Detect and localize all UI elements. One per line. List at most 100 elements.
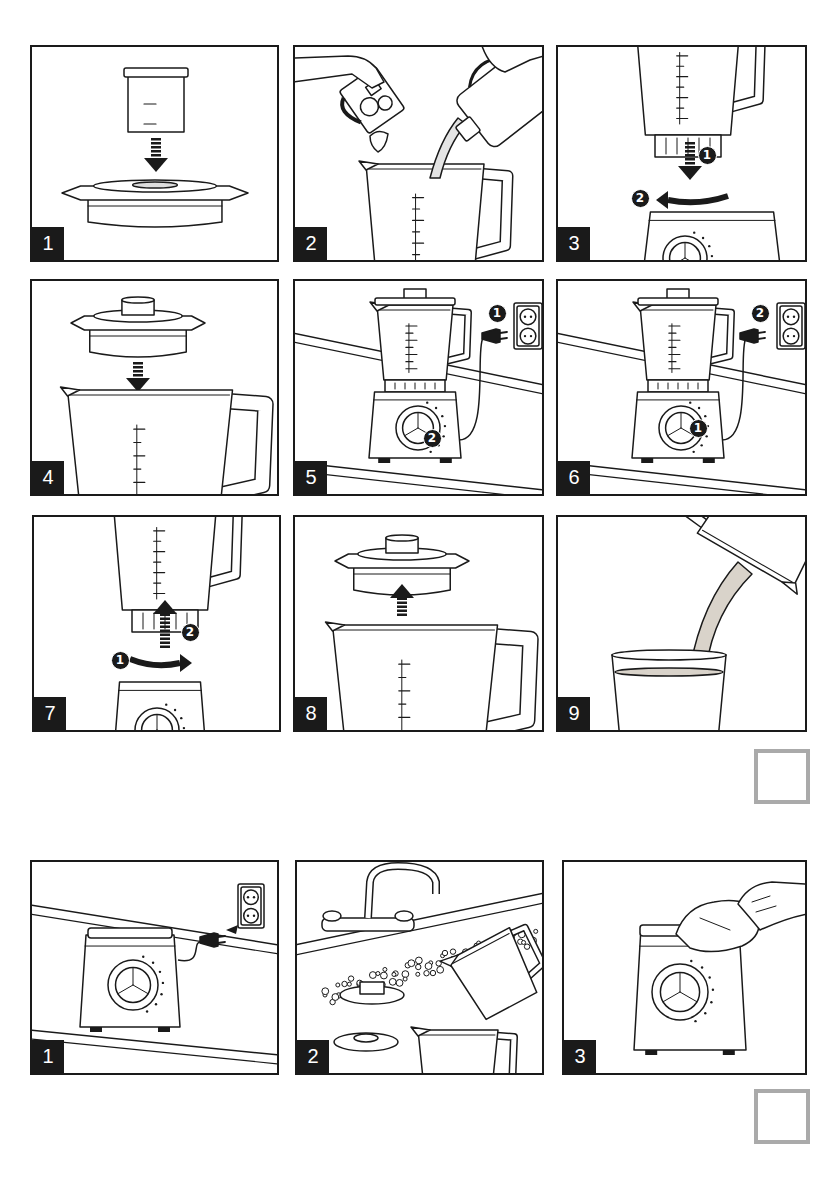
control-dial xyxy=(135,708,179,730)
arrow-bar xyxy=(133,362,143,365)
collar-ridge xyxy=(666,138,667,154)
arrow-bar xyxy=(151,154,161,157)
jug-body xyxy=(697,517,805,588)
tab-marker xyxy=(756,1091,808,1142)
jug xyxy=(106,517,238,610)
dial-tick xyxy=(704,1012,706,1014)
dial-tick xyxy=(155,1003,157,1005)
jug xyxy=(370,302,468,380)
callout-number: 2 xyxy=(181,623,200,642)
jug-tick xyxy=(413,197,424,198)
step-panel: 3 xyxy=(562,860,807,1075)
glass-rim xyxy=(612,650,726,660)
panel-art xyxy=(612,517,805,730)
lid xyxy=(334,1033,398,1051)
arrow-bar xyxy=(151,138,161,141)
lid-rim xyxy=(354,574,450,575)
jug-tick xyxy=(134,469,141,470)
jug-tick xyxy=(399,690,410,691)
jug-tick xyxy=(413,220,424,221)
jug-tick xyxy=(413,231,420,232)
jug-body xyxy=(333,625,498,730)
callout-number: 1 xyxy=(698,146,717,165)
arrow-bar xyxy=(685,154,695,157)
hand-left xyxy=(295,56,384,88)
step-panel: 8 xyxy=(293,515,544,732)
jug xyxy=(61,387,266,494)
jug-tick xyxy=(677,118,688,119)
step-panel: 2 xyxy=(295,860,544,1075)
panel-art xyxy=(62,68,248,227)
jug-tick xyxy=(154,551,165,552)
jug xyxy=(440,918,542,1025)
bubble xyxy=(534,929,538,933)
jug-body xyxy=(113,517,217,610)
control-dial xyxy=(108,960,158,1010)
arrow-bar xyxy=(151,142,161,145)
jug-tick xyxy=(154,562,161,563)
bubble xyxy=(442,950,447,955)
bottle-neck xyxy=(455,116,480,141)
dial-tick xyxy=(142,956,144,958)
cup-rim xyxy=(124,68,188,77)
socket-hole xyxy=(253,914,255,916)
collar-ridge xyxy=(435,383,436,389)
lid-cap xyxy=(360,982,384,994)
step-number: 3 xyxy=(564,1040,596,1073)
bubble xyxy=(430,970,435,975)
socket-hole xyxy=(787,316,789,318)
jug-rim xyxy=(369,169,481,170)
lid-center xyxy=(354,1034,378,1042)
jug xyxy=(411,1027,514,1073)
jug-tick xyxy=(677,55,688,56)
jug-body xyxy=(640,305,716,380)
finger xyxy=(752,896,770,902)
dial-divider xyxy=(133,968,134,986)
dial-tick xyxy=(160,993,162,995)
arrow-bar xyxy=(133,374,143,377)
outlet-plate xyxy=(780,306,802,346)
plug-pin xyxy=(500,338,507,339)
bubble xyxy=(392,972,396,976)
cup-mark xyxy=(144,123,156,124)
control-dial xyxy=(663,236,707,260)
panel-art xyxy=(295,289,542,494)
faucet-knob xyxy=(323,911,341,921)
bubble xyxy=(415,957,422,964)
hand-right xyxy=(482,47,542,72)
counter-edge xyxy=(558,462,805,490)
dial-tick xyxy=(708,976,710,978)
bubble xyxy=(348,976,353,981)
jug-body xyxy=(418,1030,498,1073)
dial-divider xyxy=(133,985,148,994)
base-band xyxy=(374,399,457,400)
dial-center xyxy=(116,968,151,1003)
lid xyxy=(71,297,205,357)
collar-ridge xyxy=(688,383,689,389)
dial-center xyxy=(142,715,173,730)
dial-divider xyxy=(680,992,697,1002)
outlet-plate xyxy=(241,887,261,925)
jug-tick xyxy=(399,664,410,665)
base-band xyxy=(649,220,775,221)
lid-cap-top xyxy=(386,535,418,541)
collar-ridge xyxy=(395,383,396,389)
plug-pin xyxy=(758,332,765,333)
jug-tick xyxy=(399,703,406,704)
jug-tick xyxy=(669,354,680,355)
step-number: 8 xyxy=(295,697,327,730)
wall-outlet xyxy=(514,303,542,349)
jug-tick xyxy=(406,347,413,348)
jug-tick xyxy=(669,361,676,362)
bubble xyxy=(369,972,376,979)
lid xyxy=(62,180,248,227)
plug xyxy=(740,329,758,343)
bubble xyxy=(424,971,429,976)
jug-tick xyxy=(677,97,688,98)
dial-tick xyxy=(711,255,713,257)
plug-pin xyxy=(758,338,765,339)
panel-art xyxy=(297,866,542,1073)
socket xyxy=(783,328,799,344)
step-panel: 7 xyxy=(32,515,281,732)
step-panel: 9 xyxy=(556,515,807,732)
